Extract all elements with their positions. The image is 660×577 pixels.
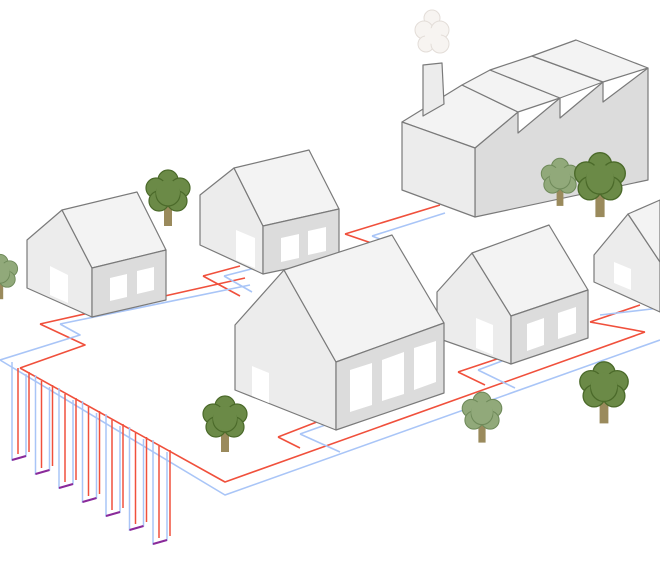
tree-icon [574,152,626,218]
tree-icon [145,169,191,226]
tree-icon [0,253,19,300]
borehole [34,375,54,475]
borehole [11,362,30,461]
borehole-field [11,362,171,545]
smoke-icon [414,9,450,54]
house-right-edge [593,199,660,313]
house-right-middle [436,224,589,365]
borehole [128,427,148,531]
tree-icon [540,157,580,206]
borehole [152,440,171,545]
house-left-small [26,191,167,318]
tree-icon [461,391,503,443]
borehole [81,401,101,503]
tree-icon [202,395,248,452]
chimney [422,62,445,117]
house-center-large [234,234,445,431]
pipe-network [0,204,660,496]
house-back-left [199,149,340,275]
tree-icon [579,361,629,424]
borehole [58,388,77,489]
borehole [105,414,124,517]
trees [0,152,629,452]
